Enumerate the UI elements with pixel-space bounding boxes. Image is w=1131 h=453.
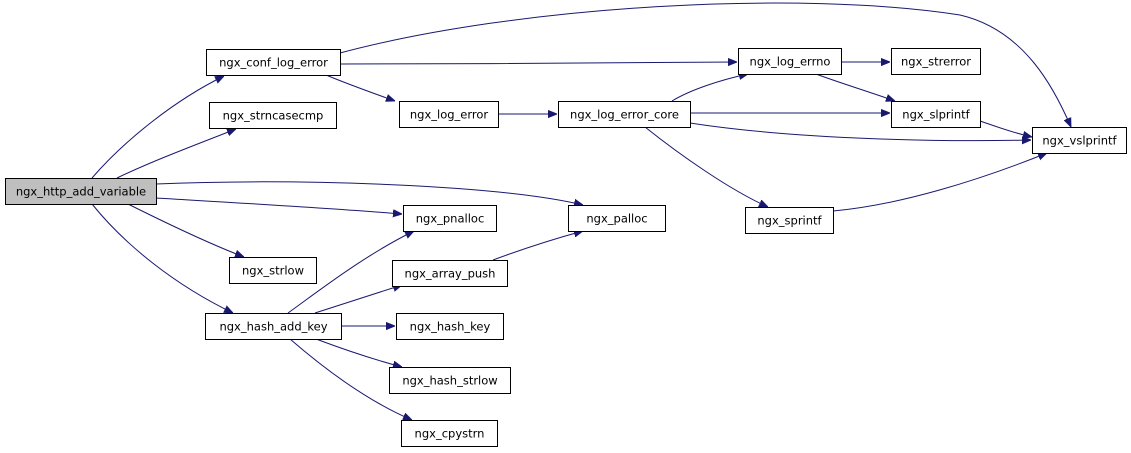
node-box	[229, 257, 317, 284]
node-ngx-http-add-variable[interactable]: ngx_http_add_variable	[5, 178, 157, 205]
node-ngx-cpystrn[interactable]: ngx_cpystrn	[401, 420, 498, 447]
node-ngx-log-error-core[interactable]: ngx_log_error_core	[558, 101, 691, 128]
edge-ngx-http-add-variable-to-ngx-conf-log-error	[91, 76, 224, 179]
node-label: ngx_palloc	[586, 212, 647, 226]
node-box	[389, 367, 511, 394]
node-box	[1032, 127, 1127, 154]
node-label: ngx_array_push	[405, 267, 496, 281]
node-ngx-array-push[interactable]: ngx_array_push	[392, 260, 508, 287]
node-box	[558, 101, 691, 128]
node-box	[891, 101, 981, 128]
node-box	[206, 49, 341, 76]
node-label: ngx_vslprintf	[1042, 134, 1117, 148]
edge-ngx-conf-log-error-to-ngx-log-error	[325, 74, 395, 101]
node-label: ngx_conf_log_error	[219, 56, 328, 70]
edges-layer	[91, 2, 1071, 420]
node-box	[205, 313, 342, 340]
node-ngx-hash-strlow[interactable]: ngx_hash_strlow	[389, 367, 511, 394]
edge-ngx-conf-log-error-to-ngx-vslprintf	[339, 2, 1071, 127]
node-box	[745, 207, 834, 234]
edge-ngx-http-add-variable-to-ngx-hash-add-key	[91, 203, 233, 313]
node-label: ngx_sprintf	[757, 214, 822, 228]
node-box	[396, 313, 504, 340]
node-ngx-strerror[interactable]: ngx_strerror	[891, 48, 981, 75]
node-label: ngx_pnalloc	[416, 212, 485, 226]
edge-ngx-hash-add-key-to-ngx-array-push	[314, 285, 402, 314]
node-label: ngx_log_error_core	[570, 108, 679, 122]
node-ngx-strncasecmp[interactable]: ngx_strncasecmp	[209, 102, 337, 129]
edge-ngx-http-add-variable-to-ngx-strlow	[127, 203, 244, 257]
node-label: ngx_cpystrn	[415, 427, 485, 441]
node-label: ngx_slprintf	[902, 108, 970, 122]
node-ngx-palloc[interactable]: ngx_palloc	[568, 205, 666, 232]
edge-ngx-hash-add-key-to-ngx-hash-strlow	[315, 338, 402, 367]
node-ngx-hash-key[interactable]: ngx_hash_key	[396, 313, 504, 340]
node-ngx-hash-add-key[interactable]: ngx_hash_add_key	[205, 313, 342, 340]
node-box	[399, 101, 499, 128]
node-box	[568, 205, 666, 232]
node-ngx-pnalloc[interactable]: ngx_pnalloc	[403, 205, 497, 232]
node-label: ngx_http_add_variable	[16, 185, 146, 199]
node-ngx-strlow[interactable]: ngx_strlow	[229, 257, 317, 284]
node-label: ngx_strlow	[242, 264, 304, 278]
node-box	[738, 48, 842, 75]
nodes-layer: ngx_http_add_variablengx_conf_log_errorn…	[5, 48, 1127, 447]
edge-ngx-hash-add-key-to-ngx-cpystrn	[289, 338, 412, 420]
node-ngx-log-error[interactable]: ngx_log_error	[399, 101, 499, 128]
node-label: ngx_strerror	[901, 55, 971, 69]
node-label: ngx_hash_key	[410, 320, 491, 334]
edge-ngx-log-error-core-to-ngx-log-errno	[671, 74, 748, 102]
edge-ngx-http-add-variable-to-ngx-pnalloc	[155, 197, 402, 214]
edge-ngx-http-add-variable-to-ngx-palloc	[155, 181, 583, 205]
edge-ngx-sprintf-to-ngx-vslprintf	[832, 152, 1047, 212]
node-ngx-log-errno[interactable]: ngx_log_errno	[738, 48, 842, 75]
edge-ngx-conf-log-error-to-ngx-log-errno	[339, 62, 737, 64]
edge-ngx-slprintf-to-ngx-vslprintf	[979, 120, 1032, 137]
node-box	[891, 48, 981, 75]
edge-ngx-hash-add-key-to-ngx-pnalloc	[287, 231, 414, 314]
node-ngx-vslprintf[interactable]: ngx_vslprintf	[1032, 127, 1127, 154]
node-label: ngx_hash_add_key	[219, 320, 327, 334]
node-label: ngx_strncasecmp	[223, 109, 324, 123]
node-label: ngx_log_error	[410, 108, 489, 122]
node-ngx-slprintf[interactable]: ngx_slprintf	[891, 101, 981, 128]
edge-ngx-log-errno-to-ngx-slprintf	[815, 73, 895, 101]
node-box	[209, 102, 337, 129]
node-label: ngx_log_errno	[750, 55, 831, 69]
edge-ngx-log-error-core-to-ngx-sprintf	[644, 126, 768, 207]
node-label: ngx_hash_strlow	[402, 374, 497, 388]
node-box	[401, 420, 498, 447]
node-box	[392, 260, 508, 287]
node-box	[5, 178, 157, 205]
edge-ngx-http-add-variable-to-ngx-strncasecmp	[116, 129, 236, 179]
node-ngx-sprintf[interactable]: ngx_sprintf	[745, 207, 834, 234]
edge-ngx-log-error-core-to-ngx-vslprintf	[689, 122, 1031, 141]
node-box	[403, 205, 497, 232]
edge-ngx-array-push-to-ngx-palloc	[492, 231, 583, 261]
node-ngx-conf-log-error[interactable]: ngx_conf_log_error	[206, 49, 341, 76]
